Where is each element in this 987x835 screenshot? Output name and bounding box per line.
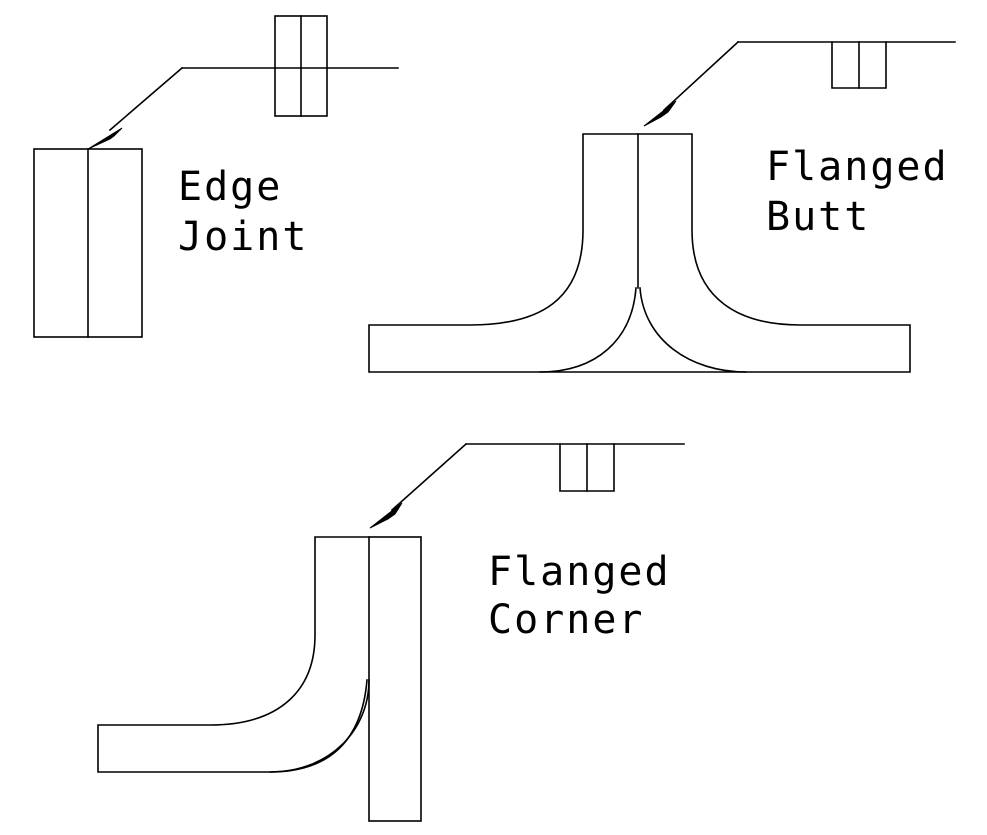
flanged-corner-label-line2: Corner: [488, 597, 645, 643]
flanged-corner-plates: [97, 536, 422, 822]
flanged-corner-group: Flanged Corner: [97, 442, 685, 822]
flanged-butt-label-line2: Butt: [766, 194, 870, 240]
flanged-corner-weld-symbol: [465, 443, 685, 492]
flanged-butt-leader-arrow: [643, 40, 740, 127]
edge-joint-label-line1: Edge: [178, 164, 282, 210]
flanged-corner-leader-arrow: [369, 442, 468, 529]
edge-joint-label-line2: Joint: [178, 214, 308, 260]
edge-joint-weld-symbol: [181, 15, 399, 117]
edge-joint-group: Edge Joint: [33, 15, 399, 338]
flanged-butt-weld-symbol: [737, 41, 956, 89]
flanged-corner-label-line1: Flanged: [488, 549, 671, 595]
flanged-butt-label-line1: Flanged: [766, 144, 949, 190]
flanged-butt-plates: [368, 133, 911, 373]
edge-joint-plates: [33, 148, 143, 338]
flanged-butt-group: Flanged Butt: [368, 40, 956, 373]
edge-joint-leader-arrow: [87, 66, 184, 150]
